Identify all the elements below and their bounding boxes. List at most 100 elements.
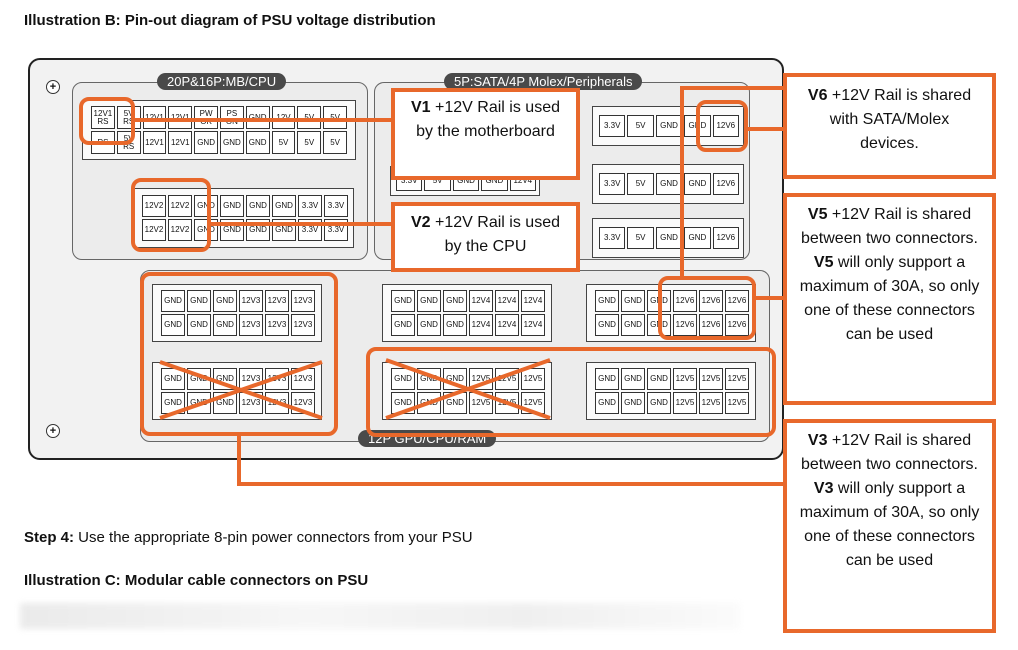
- pin: 5V: [627, 173, 654, 195]
- callout-v5-id: V5: [807, 206, 828, 223]
- pin: GND: [621, 392, 645, 414]
- highlight-v6: [696, 100, 748, 152]
- pin: 5V: [271, 131, 296, 154]
- section-label-mb-cpu: 20P&16P:MB/CPU: [157, 73, 287, 90]
- pin: 12V2: [168, 195, 192, 217]
- pin: 12V4: [521, 314, 545, 336]
- pin: 12V5: [699, 368, 723, 390]
- callout-v5-text-b: will only support a maximum of 30A, so o…: [799, 254, 980, 343]
- pin: 12V1: [142, 106, 167, 129]
- callout-v1-text: +12V Rail is used by the motherboard: [416, 99, 560, 140]
- leader-line-v5: [754, 296, 786, 300]
- pin: GND: [655, 227, 683, 249]
- callout-v5-id-2: V5: [813, 254, 834, 271]
- pin: GND: [595, 314, 619, 336]
- pin: 12V6: [673, 290, 697, 312]
- pin: 12V1: [168, 131, 193, 154]
- pin: 12V5: [521, 368, 545, 390]
- pin: 5V: [323, 131, 347, 154]
- pin: 12V3: [291, 290, 315, 312]
- leader-line-v3-vertical: [237, 434, 241, 486]
- pin: 3.3V: [324, 195, 348, 217]
- screw-icon: +: [46, 80, 60, 94]
- step-4-label: Step 4:: [24, 529, 75, 546]
- cross-mark-icon: [159, 360, 323, 420]
- highlight-v2: [131, 178, 211, 252]
- pin: 12V3: [265, 290, 289, 312]
- pin: 12V5: [673, 368, 697, 390]
- pin: GND: [595, 290, 619, 312]
- pin: GND: [417, 314, 441, 336]
- pin: 12V6: [712, 115, 739, 137]
- illustration-c-title: Illustration C: Modular cable connectors…: [24, 572, 369, 589]
- pin: 12V3: [239, 314, 263, 336]
- pin: GND: [187, 314, 211, 336]
- pin: 12V6: [699, 290, 723, 312]
- pin: 12V4: [495, 314, 519, 336]
- pin: 12V5: [725, 368, 749, 390]
- screw-icon: +: [46, 424, 60, 438]
- pin: 12V6: [712, 173, 739, 195]
- pin: 12V6: [673, 314, 697, 336]
- pin: GND: [443, 290, 467, 312]
- pin: 12V6: [725, 314, 749, 336]
- pin: GND: [621, 290, 645, 312]
- leader-line-v5-top: [680, 86, 786, 90]
- leader-line-v2: [209, 222, 395, 226]
- pin: GND: [621, 314, 645, 336]
- pin: GND: [621, 368, 645, 390]
- pin: GND: [219, 131, 244, 154]
- pin: GND: [391, 314, 415, 336]
- pin: GND: [684, 227, 711, 249]
- pin: 12V6: [699, 314, 723, 336]
- pin: 5V: [627, 115, 654, 137]
- pin: 3.3V: [599, 227, 626, 249]
- pin: 12V3: [291, 314, 315, 336]
- pin: GND: [161, 314, 185, 336]
- pin: 12V2: [168, 219, 192, 241]
- pin: 5V: [297, 131, 322, 154]
- pin: 3.3V: [599, 173, 626, 195]
- pin: GND: [391, 290, 415, 312]
- pin: GND: [213, 314, 237, 336]
- pin: GND: [194, 195, 218, 217]
- callout-v3-id-2: V3: [813, 480, 834, 497]
- pin: GND: [272, 195, 296, 217]
- pin: 12V5: [725, 392, 749, 414]
- callout-v6-text: +12V Rail is shared with SATA/Molex devi…: [827, 87, 972, 152]
- cross-mark-icon: [385, 358, 551, 420]
- callout-v3-text-a: +12V Rail is shared between two connecto…: [801, 432, 978, 473]
- pin: GND: [245, 131, 270, 154]
- pin: 5V: [323, 106, 347, 129]
- pin: GND: [187, 290, 211, 312]
- pin: 12V2: [142, 195, 166, 217]
- callout-v3-text-b: will only support a maximum of 30A, so o…: [799, 480, 980, 569]
- callout-v1-id: V1: [411, 99, 431, 116]
- callout-v6-id: V6: [807, 87, 828, 104]
- pin: 5V: [627, 227, 654, 249]
- pin: GND: [647, 392, 671, 414]
- callout-v5-text-a: +12V Rail is shared between two connecto…: [801, 206, 978, 247]
- pin: 12V4: [469, 290, 493, 312]
- pin: 3.3V: [599, 115, 626, 137]
- pin: 12V5: [699, 392, 723, 414]
- pin: GND: [655, 173, 683, 195]
- pin: 12V4: [495, 290, 519, 312]
- pin: GND: [391, 368, 415, 390]
- pin: 12V6: [725, 290, 749, 312]
- pin: 12V4: [521, 290, 545, 312]
- highlight-v1: [79, 97, 135, 145]
- pin: GND: [684, 173, 711, 195]
- leader-line-v6: [746, 127, 786, 131]
- pin: 3.3V: [298, 195, 322, 217]
- pin: GND: [443, 314, 467, 336]
- callout-v3: V3 +12V Rail is shared between two conne…: [783, 419, 996, 633]
- pin: GND: [220, 195, 244, 217]
